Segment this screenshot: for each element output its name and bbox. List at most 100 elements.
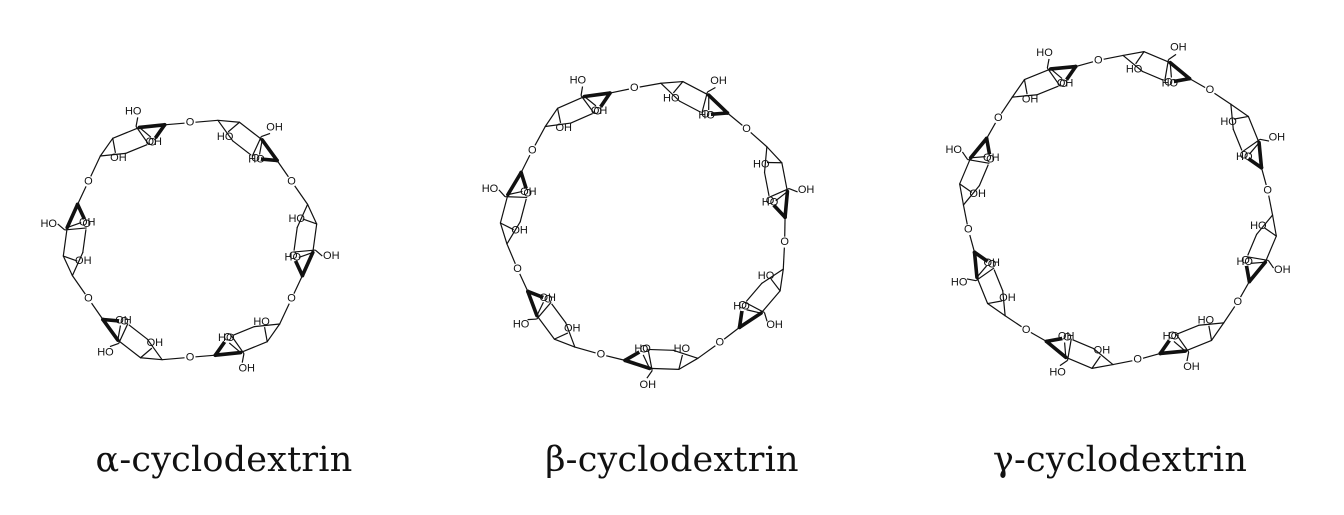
bond-line bbox=[1064, 342, 1067, 358]
bond-line bbox=[623, 358, 652, 371]
ring-oxygen-mask bbox=[542, 293, 554, 305]
bond-line bbox=[1259, 138, 1270, 142]
bond-line bbox=[66, 221, 82, 229]
ring-oxygen-mask bbox=[592, 105, 604, 117]
hydroxyl-group: OH bbox=[1170, 42, 1187, 54]
hydroxyl-group: OH bbox=[1022, 93, 1039, 105]
ring-oxygen: O bbox=[738, 300, 747, 312]
ring-oxygen-mask bbox=[222, 331, 234, 343]
bond-line bbox=[1257, 140, 1264, 170]
bond-line bbox=[101, 317, 120, 342]
bond-line bbox=[498, 189, 506, 198]
ring-oxygen-mask bbox=[287, 250, 299, 262]
glycosidic-oxygen: O bbox=[528, 144, 537, 156]
bond-line bbox=[139, 357, 163, 361]
hydroxyl-group: OH bbox=[145, 136, 162, 148]
hydroxyl-group: HO bbox=[482, 183, 499, 195]
hydroxyl-group: OH bbox=[1183, 361, 1200, 373]
bond-line bbox=[241, 353, 245, 363]
bridge-oxygen-mask bbox=[1092, 54, 1104, 66]
ring-oxygen-mask bbox=[638, 343, 650, 355]
bond-line bbox=[217, 119, 241, 123]
bond-line bbox=[760, 290, 781, 314]
bond-line bbox=[972, 250, 979, 280]
bond-line bbox=[1046, 67, 1061, 87]
glycosidic-oxygen: O bbox=[964, 224, 973, 236]
bond-line bbox=[975, 267, 995, 282]
bond-line bbox=[987, 300, 1003, 305]
bond-line bbox=[582, 91, 612, 99]
bond-line bbox=[1091, 363, 1114, 369]
bond-line bbox=[1135, 51, 1145, 65]
bridge-oxygen-mask bbox=[1132, 354, 1144, 366]
bond-line bbox=[213, 350, 243, 357]
ring-oxygen-mask bbox=[1238, 150, 1250, 162]
bond-line bbox=[1066, 338, 1072, 361]
bond-line bbox=[976, 276, 989, 305]
bond-line bbox=[526, 289, 539, 318]
glycosidic-oxygen: O bbox=[716, 336, 725, 348]
gamma-cyclodextrin-structure: OOHHOHOOOOHHOHOOOOHHOHOOOOHHOHOOOHOOHOHO… bbox=[945, 42, 1291, 379]
ring-oxygen: O bbox=[148, 137, 157, 149]
ring-oxygen: O bbox=[82, 218, 91, 230]
bond-line bbox=[1208, 325, 1213, 341]
bridge-oxygen-mask bbox=[184, 351, 196, 363]
hydroxyl-group: HO bbox=[248, 154, 265, 166]
bond-line bbox=[1175, 333, 1190, 353]
bond-line bbox=[302, 218, 317, 225]
bond-line bbox=[1271, 214, 1277, 237]
bond-line bbox=[263, 326, 268, 342]
bond-line bbox=[137, 123, 167, 130]
ring-oxygen: O bbox=[1241, 255, 1250, 267]
bond-line bbox=[112, 126, 141, 139]
hydroxyl-group: OH bbox=[75, 255, 92, 267]
alpha-cyclodextrin-label: α-cyclodextrin bbox=[95, 440, 353, 480]
ring-oxygen: O bbox=[1059, 78, 1068, 90]
bridge-oxygen-mask bbox=[1262, 184, 1274, 196]
bond-line bbox=[737, 311, 763, 330]
bond-line bbox=[1168, 60, 1192, 81]
bond-line bbox=[117, 339, 142, 359]
bond-line bbox=[761, 268, 784, 284]
ring-oxygen-mask bbox=[1163, 76, 1175, 88]
bond-line bbox=[99, 137, 114, 157]
bond-line bbox=[1046, 58, 1050, 69]
bridge-oxygen-mask bbox=[741, 123, 753, 135]
ring-oxygen: O bbox=[251, 153, 260, 165]
bridge-oxygen-mask bbox=[1204, 84, 1216, 96]
hydroxyl-group: HO bbox=[218, 332, 235, 344]
bond-line bbox=[648, 367, 680, 370]
ring-oxygen-mask bbox=[1166, 330, 1178, 342]
bond-line bbox=[976, 265, 988, 278]
bond-line bbox=[1050, 68, 1063, 80]
bond-line bbox=[1256, 214, 1274, 236]
bond-line bbox=[228, 342, 241, 354]
hydroxyl-group: OH bbox=[766, 319, 783, 331]
hydroxyl-group: OH bbox=[555, 122, 572, 134]
bond-line bbox=[135, 117, 139, 127]
glycosidic-oxygen: O bbox=[630, 82, 639, 94]
hydroxyl-group: HO bbox=[945, 144, 962, 156]
ring-oxygen-mask bbox=[764, 195, 776, 207]
bond-line bbox=[499, 194, 509, 224]
hydroxyl-group: HO bbox=[570, 75, 587, 87]
bond-line bbox=[580, 95, 595, 114]
bond-line bbox=[260, 138, 279, 163]
ring-oxygen: O bbox=[120, 315, 129, 327]
glycosidic-oxygen: O bbox=[513, 263, 522, 275]
hydroxyl-group: HO bbox=[1163, 330, 1180, 342]
hydroxyl-group: OH bbox=[1274, 264, 1291, 276]
bond-line bbox=[1168, 53, 1177, 61]
bond-line bbox=[1198, 322, 1225, 326]
bond-line bbox=[1169, 62, 1172, 78]
hydroxyl-group: OH bbox=[239, 363, 256, 375]
bond-line bbox=[766, 146, 783, 164]
bond-line bbox=[959, 183, 965, 206]
bridge-oxygen-mask bbox=[286, 175, 298, 187]
